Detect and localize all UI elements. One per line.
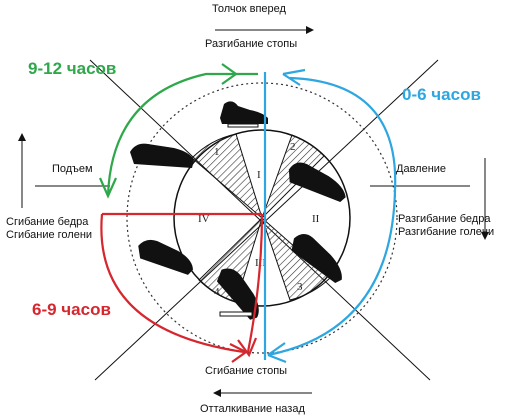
blue-phase-path — [263, 68, 397, 364]
green-phase-path — [98, 63, 258, 199]
label-left-lower-2: Сгибание голени — [6, 229, 92, 241]
label-right-lower-2: Разгибание голени — [398, 226, 494, 238]
outer-circle — [126, 82, 398, 354]
label-right-lower-1: Разгибание бедра — [398, 213, 491, 225]
quadrant-IV: IV — [198, 213, 210, 225]
label-left-lower-1: Сгибание бедра — [6, 216, 89, 228]
phase-label-red: 6-9 часов — [32, 300, 111, 319]
quadrant-II: II — [312, 213, 320, 225]
diagonal-line-2 — [94, 59, 439, 381]
label-left-upper: Подъем — [52, 163, 93, 175]
shoe-left-top — [130, 143, 194, 168]
inner-circle — [173, 129, 351, 307]
sector-number-1: 1 — [214, 146, 220, 158]
shoe-right-bottom — [291, 234, 342, 283]
shoe-left-bottom — [138, 239, 193, 275]
sector-1 — [191, 133, 263, 220]
label-top-inner: Разгибание стопы — [205, 38, 297, 50]
quadrant-I: I — [257, 169, 261, 181]
shoe-top — [220, 101, 268, 128]
shoe-right — [288, 162, 346, 202]
label-bottom-outer: Отталкивание назад — [200, 403, 305, 415]
label-right-upper: Давление — [396, 163, 446, 175]
sector-number-3: 3 — [297, 281, 303, 293]
phase-label-blue: 0-6 часов — [402, 85, 481, 104]
phase-label-green: 9-12 часов — [28, 59, 116, 78]
pedal-bottom — [219, 311, 253, 317]
label-top-outer: Толчок вперед — [212, 3, 287, 15]
sector-number-4: 4 — [214, 286, 220, 298]
shoe-bottom — [216, 268, 259, 320]
label-bottom-inner: Сгибание стопы — [205, 365, 287, 377]
sector-number-2: 2 — [290, 141, 296, 153]
red-phase-path — [100, 212, 264, 363]
